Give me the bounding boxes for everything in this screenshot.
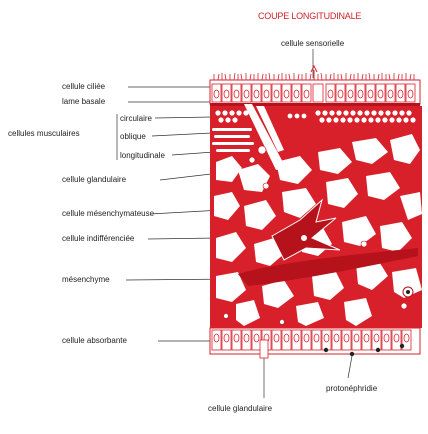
- gland-ducts: [244, 104, 286, 170]
- mesenchymal-nucleus: [301, 235, 307, 241]
- lower-gland-cell: [259, 339, 269, 359]
- diagram-title: COUPE LONGITUDINALE: [258, 11, 362, 21]
- label-cellule-glandulaire-bottom: cellule glandulaire: [208, 404, 273, 413]
- label-cellule-indifferenciee: cellule indifférenciée: [62, 234, 135, 243]
- sensory-cell-body: [312, 83, 324, 103]
- label-cellule-ciliee: cellule ciliée: [62, 82, 106, 91]
- label-oblique: oblique: [120, 132, 146, 141]
- absorptive-epithelium: [209, 327, 421, 359]
- label-cellule-sensorielle: cellule sensorielle: [281, 39, 345, 48]
- basal-lamina: [210, 103, 420, 106]
- circular-muscle-layer: [215, 110, 416, 123]
- sensory-cell-tip: [310, 64, 318, 80]
- leader-cellule-indifferenciee: [147, 237, 219, 240]
- gland-granules: [323, 343, 405, 357]
- cilia: [213, 72, 415, 81]
- label-circulaire: circulaire: [120, 114, 153, 123]
- label-cellule-absorbante: cellule absorbante: [62, 336, 127, 345]
- leader-longitudinale: [171, 151, 215, 156]
- leader-circulaire: [154, 116, 213, 119]
- label-lame-basale: lame basale: [62, 97, 106, 106]
- label-mesenchyme: mésenchyme: [62, 275, 110, 284]
- mesenchyme-cells: [214, 134, 422, 326]
- longitudinal-muscle-layer: [212, 128, 254, 152]
- label-cellule-glandulaire-top: cellule glandulaire: [62, 175, 127, 184]
- label-cellules-musculaires: cellules musculaires: [8, 129, 80, 138]
- elongated-gland-cell: [238, 248, 418, 286]
- cellule-mesenchymateuse-shape: [271, 198, 341, 261]
- leader-oblique: [151, 132, 213, 137]
- label-protonephridie: protonéphridie: [326, 384, 378, 393]
- label-cellule-mesenchymateuse: cellule mésenchymateuse: [62, 209, 155, 218]
- leader-protonephridie: [347, 355, 353, 379]
- ciliated-epithelium: [209, 79, 421, 105]
- label-longitudinale: longitudinale: [120, 151, 165, 160]
